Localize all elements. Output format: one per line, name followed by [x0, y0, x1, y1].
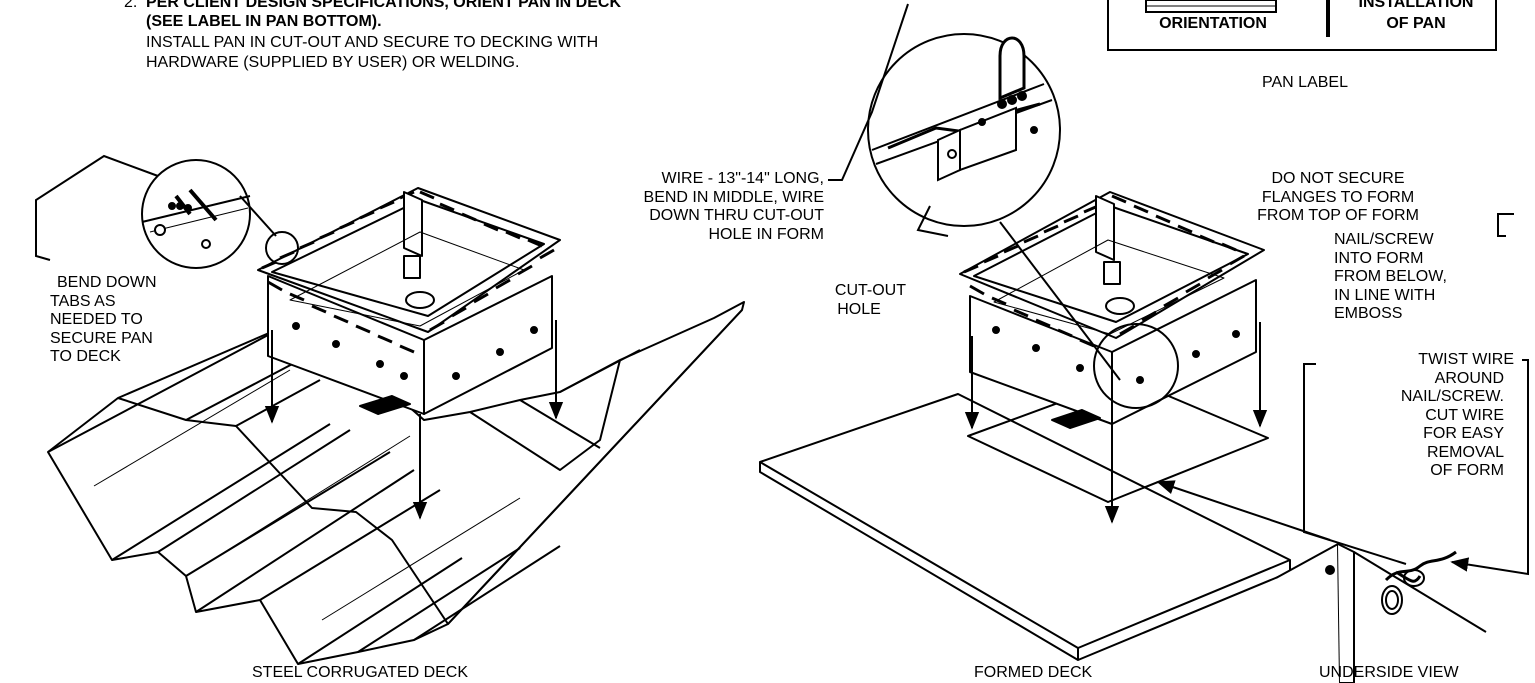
arrows-steel-deck: [264, 320, 564, 520]
formed-deck: [759, 377, 1291, 661]
callout-line: INTO FORM: [1334, 249, 1424, 267]
caption-underside-view: UNDERSIDE VIEW: [1319, 664, 1459, 681]
step-number: 2.: [124, 0, 138, 11]
pan-label-installation: INSTALLATION: [1358, 0, 1474, 11]
callout-bend-tabs: BEND DOWN TABS AS NEEDED TO SECURE PAN T…: [50, 274, 160, 367]
callout-line: FROM TOP OF FORM: [1257, 207, 1419, 224]
callout-line: FLANGES TO FORM: [1261, 188, 1415, 206]
underside-view: [1275, 543, 1487, 683]
callout-line: DOWN THRU CUT-OUT: [649, 207, 824, 224]
callout-twist-wire: TWIST WIRE AROUND NAIL/SCREW. CUT WIRE F…: [1396, 351, 1516, 481]
callout-do-not-secure: DO NOT SECURE FLANGES TO FORM FROM TOP O…: [1238, 170, 1438, 226]
callout-line: TWIST WIRE: [1418, 351, 1514, 368]
pan-label-orientation: ORIENTATION: [1159, 15, 1267, 32]
callout-line: BEND IN MIDDLE, WIRE: [643, 188, 824, 206]
callout-line: REMOVAL: [1426, 443, 1504, 461]
callout-line: NEEDED TO: [50, 311, 143, 328]
caption-formed-deck: FORMED DECK: [974, 664, 1093, 681]
step-line-4: HARDWARE (SUPPLIED BY USER) OR WELDING.: [146, 54, 520, 71]
detail-circle-tab: [141, 159, 299, 269]
callout-line: SECURE PAN: [50, 329, 153, 347]
callout-wire: WIRE - 13"-14" LONG, BEND IN MIDDLE, WIR…: [580, 170, 824, 244]
callout-line: EMBOSS: [1334, 305, 1403, 322]
steel-corrugated-deck: [47, 301, 745, 665]
callout-line: AROUND: [1434, 369, 1504, 387]
leaders-formed-deck: [828, 3, 1529, 576]
detail-circle-connector: [999, 221, 1121, 381]
pan-on-formed-deck: [959, 191, 1265, 429]
callout-line: OF FORM: [1430, 462, 1504, 479]
caption-steel-deck: STEEL CORRUGATED DECK: [252, 664, 469, 681]
pan-on-steel-deck: [257, 187, 561, 415]
callout-line: NAIL/SCREW: [1334, 231, 1434, 248]
callout-line: IN LINE WITH: [1334, 286, 1436, 304]
callout-line: FROM BELOW,: [1334, 268, 1447, 285]
callout-line: TO DECK: [50, 348, 121, 365]
callout-line: CUT WIRE: [1425, 406, 1504, 424]
detail-circle-wire: [867, 33, 1061, 227]
leader-bend-tabs: [35, 154, 159, 261]
callout-line: NAIL/SCREW.: [1400, 388, 1504, 405]
callout-line: HOLE: [837, 300, 881, 318]
callout-line: TABS AS: [50, 292, 116, 310]
callout-nail-screw: NAIL/SCREW INTO FORM FROM BELOW, IN LINE…: [1334, 231, 1447, 324]
callout-line: DO NOT SECURE: [1271, 170, 1405, 187]
callout-line: BEND DOWN: [57, 274, 157, 291]
callout-line: FOR EASY: [1423, 425, 1504, 442]
detail-circle-small: [1093, 323, 1179, 409]
callout-line: HOLE IN FORM: [708, 225, 824, 243]
callout-line: CUT-OUT: [834, 282, 906, 299]
pan-label-caption: PAN LABEL: [1262, 74, 1348, 91]
pan-label-box: [1107, 0, 1497, 51]
callout-cutout-hole: CUT-OUT HOLE: [812, 282, 918, 319]
pan-label-of-pan: OF PAN: [1386, 15, 1446, 32]
callout-line: WIRE - 13"-14" LONG,: [661, 170, 824, 187]
step-line-3: INSTALL PAN IN CUT-OUT AND SECURE TO DEC…: [146, 34, 599, 51]
step-bold-line-1: PER CLIENT DESIGN SPECIFICATIONS, ORIENT…: [146, 0, 621, 11]
arrows-formed-deck: [964, 322, 1268, 524]
step-bold-line-2: (SEE LABEL IN PAN BOTTOM).: [146, 13, 382, 30]
